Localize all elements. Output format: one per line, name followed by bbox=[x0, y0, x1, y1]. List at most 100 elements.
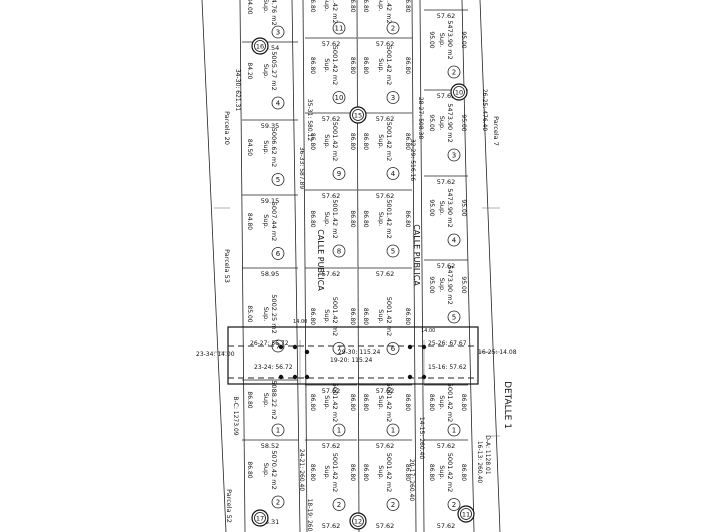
lot-area-value: 5002.25 m2 bbox=[270, 294, 278, 333]
boundary-15-16: 15-16: 57.62 bbox=[428, 364, 467, 371]
survey-point bbox=[304, 374, 310, 380]
lot-area-value: 5001.42 m2 bbox=[385, 0, 393, 24]
lot-number-circle bbox=[386, 423, 400, 437]
lot-side-dim: 86.80 bbox=[362, 57, 369, 74]
lot-side-dim: 86.80 bbox=[309, 0, 316, 13]
lot-side-dim-right: 86.80 bbox=[349, 210, 356, 227]
lot-side-dim-right: 95.00 bbox=[460, 199, 467, 216]
labels-layer: CALLE PUBLICA CALLE PUBLICA Parcela 20 P… bbox=[196, 69, 517, 532]
lot-number: 9 bbox=[337, 170, 341, 178]
lot-area-value: 5001.42 m2 bbox=[385, 297, 393, 336]
boundary-25-26: 25-26: 67.67 bbox=[428, 340, 467, 347]
lot-width: 57.62 bbox=[322, 40, 341, 48]
lot-area-value: 5473.90 m2 bbox=[446, 265, 454, 304]
parcel-20-label: Parcela 20 bbox=[223, 111, 231, 145]
lot-number-circle bbox=[332, 342, 346, 355]
survey-point bbox=[421, 374, 427, 380]
lot-width: 57.62 bbox=[437, 442, 456, 450]
lot-area-label: Sup. bbox=[438, 395, 446, 409]
boundary-29-30: 29-30: 115.24 bbox=[338, 349, 381, 356]
boundary-36-33: 36-33: 587.89 bbox=[298, 147, 305, 190]
lot-area-label: Sup. bbox=[262, 393, 270, 407]
lot-area-label: Sup. bbox=[438, 33, 446, 47]
lot-number-circle bbox=[386, 21, 400, 35]
lot-width: 58.95 bbox=[261, 270, 280, 278]
block-marker-number: 16 bbox=[256, 43, 264, 51]
lot-width: 59.15 bbox=[261, 197, 280, 205]
lot-area-value: 5001.42 m2 bbox=[331, 199, 339, 238]
lot-number-circle bbox=[332, 498, 346, 511]
lot-side-dim: 86.80 bbox=[309, 308, 316, 325]
lot-width: 57.62 bbox=[322, 442, 341, 450]
lot-number-circle bbox=[271, 96, 285, 110]
survey-point bbox=[278, 374, 284, 380]
lot-side-dim-right: 95.00 bbox=[460, 114, 467, 131]
boundary-18-19: 18-19: 260 bbox=[306, 499, 313, 532]
lot-side-dim: 86.80 bbox=[309, 464, 316, 481]
boundary-23-24: 23-24: 56.72 bbox=[254, 364, 293, 371]
block-marker-number: 11 bbox=[462, 511, 470, 519]
survey-point bbox=[278, 344, 284, 350]
lot-area-label: Sup. bbox=[323, 465, 331, 479]
lot-number: 5 bbox=[452, 314, 456, 322]
lot-number: 7 bbox=[337, 345, 341, 353]
plan-linework bbox=[201, 0, 501, 532]
lot-width: 57.62 bbox=[376, 40, 395, 48]
boundary-28-27: 28-27: 508.38 bbox=[417, 97, 424, 140]
lot-width: 59.54 bbox=[261, 44, 280, 52]
block-marker-inner bbox=[460, 508, 472, 520]
lot-number: 6 bbox=[391, 345, 396, 353]
dim-1400-b: 14.00 bbox=[421, 328, 435, 334]
lot-side-dim: 86.80 bbox=[246, 391, 253, 408]
detail-label: DETALLE 1 bbox=[502, 381, 512, 429]
lot-width: 57.62 bbox=[376, 192, 395, 200]
lot-side-dim-right: 86.80 bbox=[404, 210, 411, 227]
block-marker-10: 10 bbox=[450, 83, 468, 101]
lot-side-dim-right: 95.00 bbox=[460, 276, 467, 293]
lot-number-circle bbox=[271, 495, 285, 509]
block-marker-inner bbox=[352, 515, 364, 527]
lot-area-value: 5004.76 m2 bbox=[270, 0, 278, 26]
boundary-26-25: 26-25: 476.40 bbox=[481, 89, 488, 132]
lot-area-value: 5001.42 m2 bbox=[331, 46, 339, 85]
lot-side-dim: 84.20 bbox=[246, 62, 253, 79]
lot-number: 1 bbox=[391, 427, 395, 435]
lot-number-circle bbox=[447, 233, 461, 247]
lot-area-value: 5473.90 m2 bbox=[446, 103, 454, 142]
lot-number-circle bbox=[332, 91, 346, 104]
lot-number-circle bbox=[447, 498, 461, 511]
block-marker-inner bbox=[453, 86, 465, 98]
lot-number: 5 bbox=[391, 248, 395, 256]
lot-number: 7 bbox=[276, 343, 280, 351]
lot-side-dim: 86.80 bbox=[362, 394, 369, 411]
lot-number-circle bbox=[332, 167, 346, 180]
boundary-34-30: 34-30: 621.31 bbox=[234, 69, 241, 112]
lot-side-dim-right: 86.80 bbox=[404, 308, 411, 325]
boundary-da: D-A: 1128.01 bbox=[484, 435, 491, 475]
lot-width: 57.62 bbox=[376, 115, 395, 123]
lot-number-circle bbox=[447, 310, 461, 324]
lot-side-dim: 86.80 bbox=[246, 461, 253, 478]
lot-side-dim-right: 86.80 bbox=[404, 133, 411, 150]
column-bottom-width: 57.62 bbox=[437, 522, 456, 530]
lot-side-dim: 95.00 bbox=[428, 199, 435, 216]
boundary-23-34: 23-34: 14.00 bbox=[196, 351, 235, 358]
lot-side-dim: 86.80 bbox=[428, 464, 435, 481]
lot-number: 2 bbox=[452, 69, 456, 77]
lot-area-value: 5001.42 m2 bbox=[331, 383, 339, 422]
lot-width: 57.62 bbox=[322, 387, 341, 395]
lot-number: 5 bbox=[276, 176, 280, 184]
